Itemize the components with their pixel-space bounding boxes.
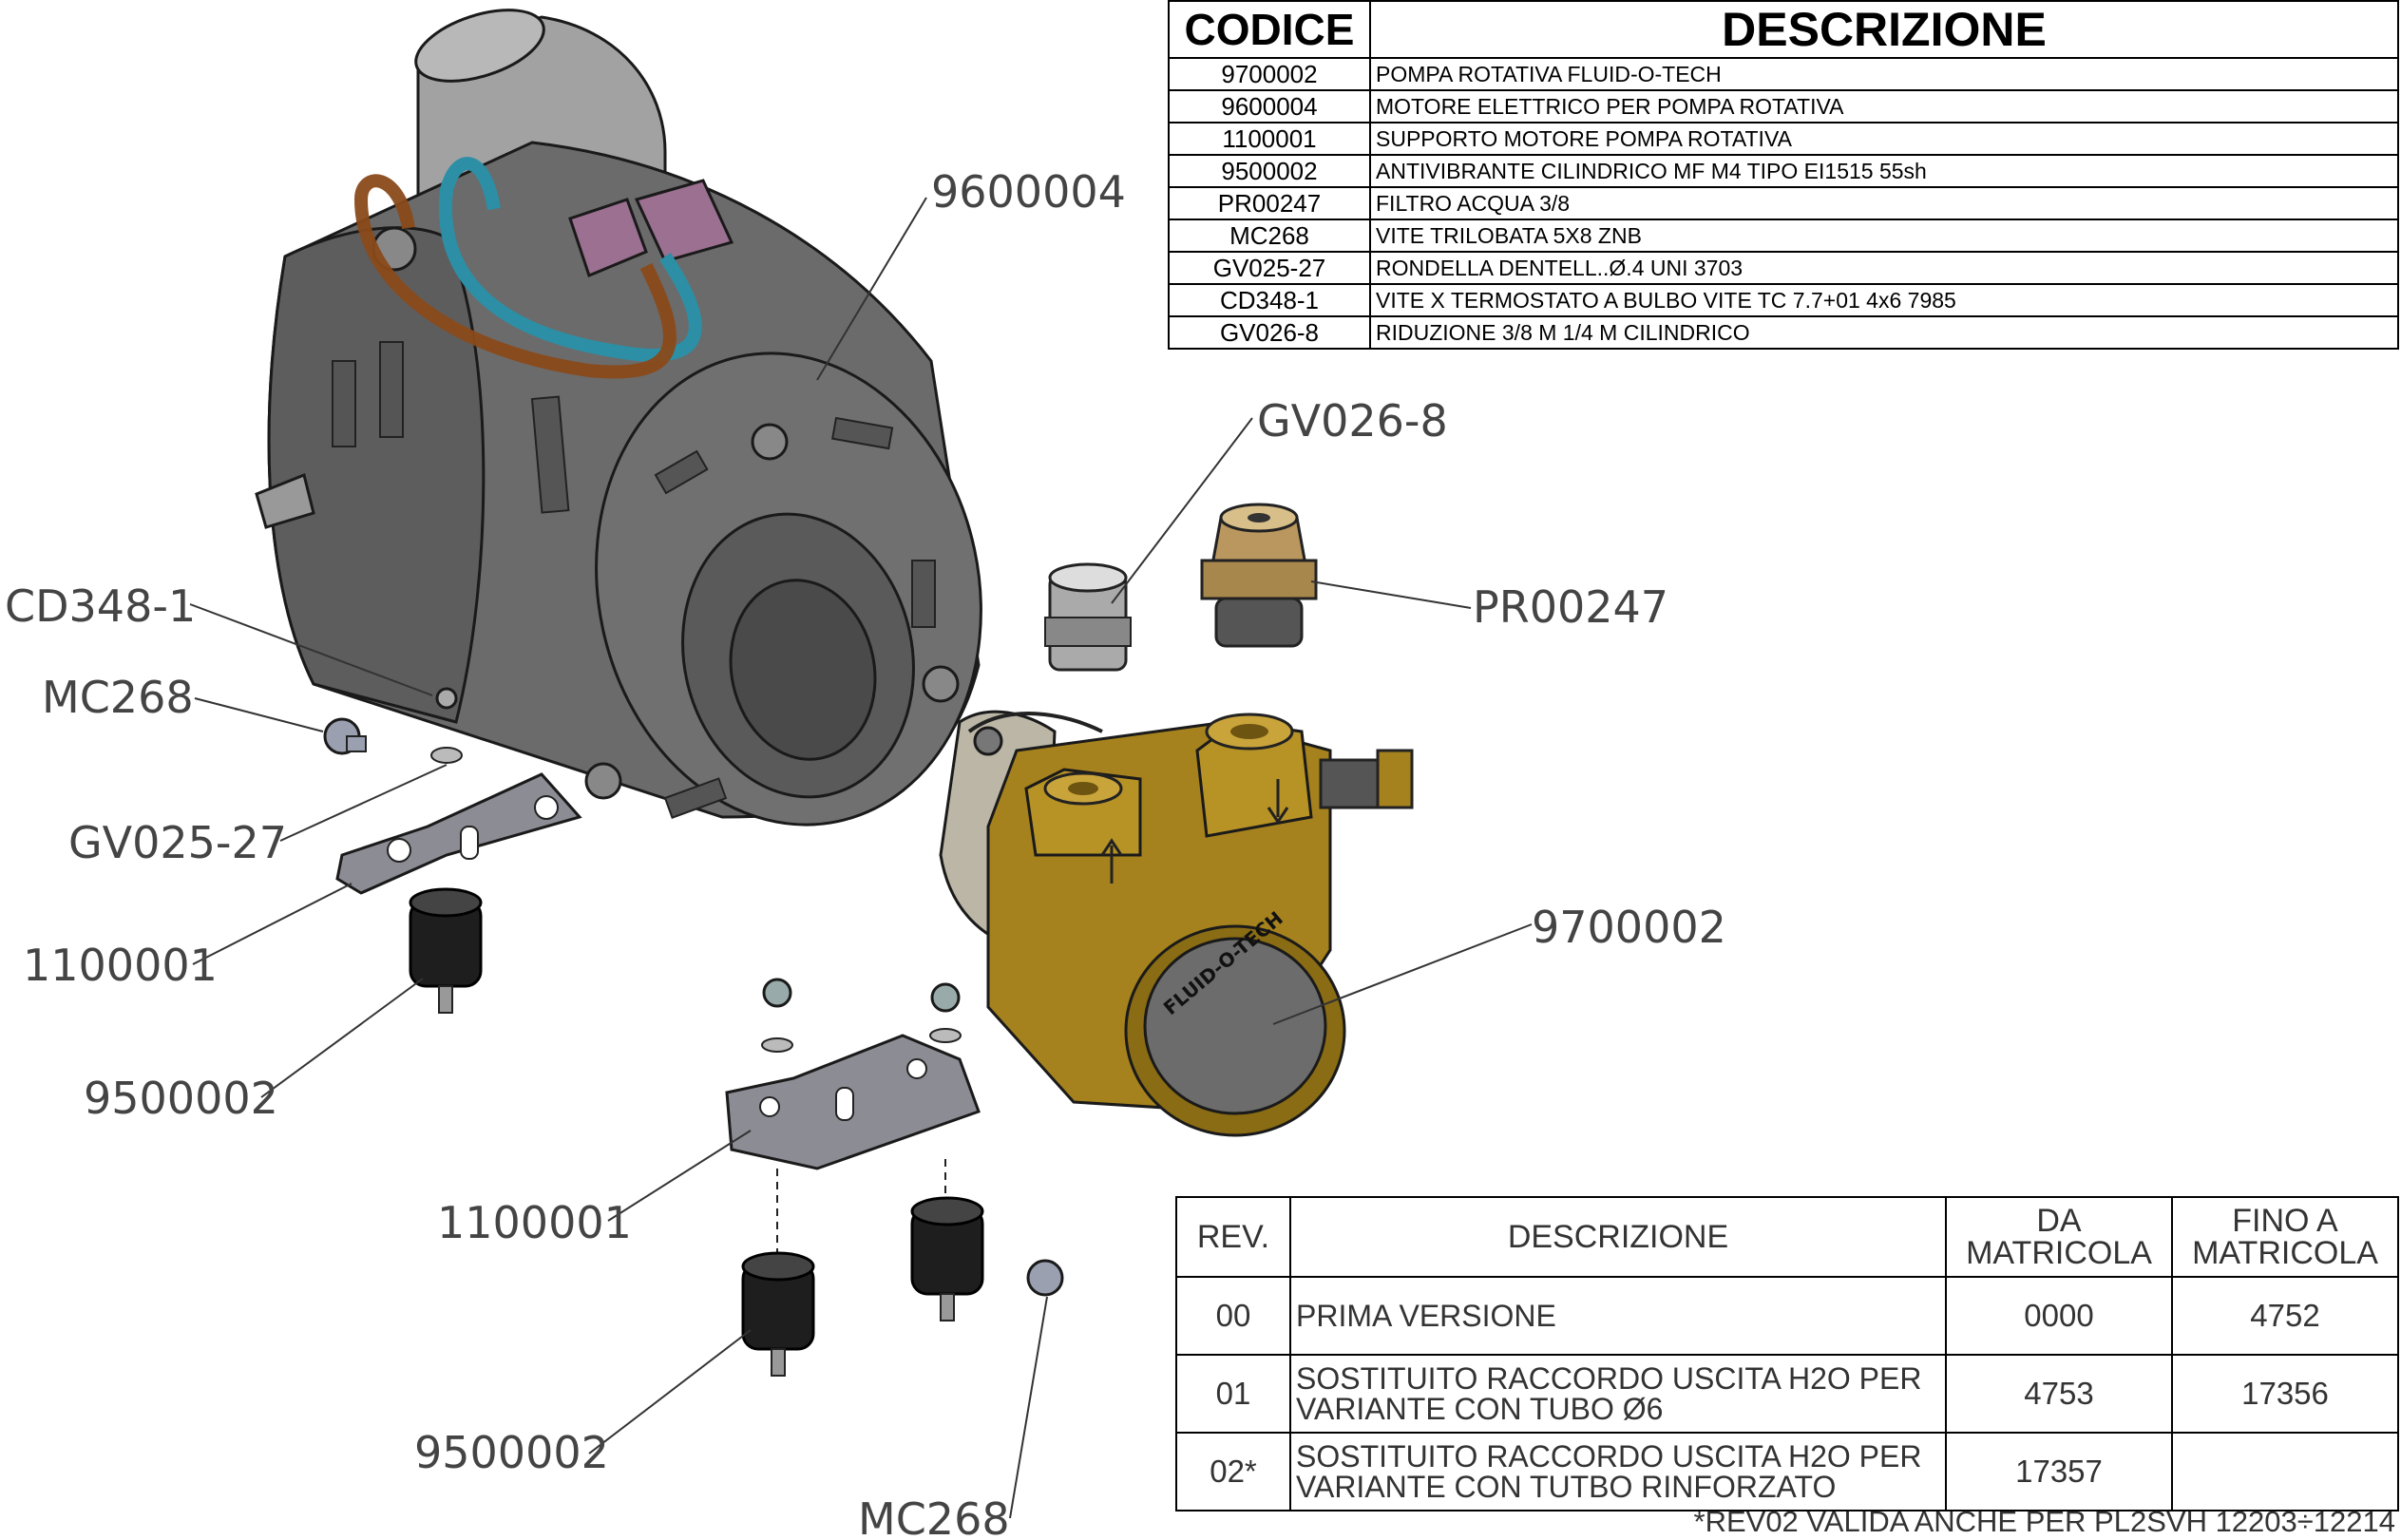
rev-number: 01	[1175, 1354, 1291, 1434]
rotary-pump: FLUID-O-TECH	[939, 710, 1414, 1137]
screws-bottom	[761, 978, 1064, 1297]
part-description: VITE X TERMOSTATO A BULBO VITE TC 7.7+01…	[1369, 283, 2399, 317]
part-description: FILTRO ACQUA 3/8	[1369, 186, 2399, 220]
parts-table-header: CODICE DESCRIZIONE	[1168, 0, 2399, 59]
callout-washer: GV025-27	[68, 817, 287, 868]
header-from-line1: DA	[2036, 1203, 2082, 1239]
revision-row: 00 PRIMA VERSIONE 0000 4752	[1175, 1276, 2399, 1356]
part-description: ANTIVIBRANTE CILINDRICO MF M4 TIPO EI151…	[1369, 154, 2399, 188]
part-code: 9500002	[1168, 154, 1371, 188]
header-from-line2: MATRICOLA	[1966, 1235, 2152, 1271]
part-description: MOTORE ELETTRICO PER POMPA ROTATIVA	[1369, 89, 2399, 124]
part-code: 9700002	[1168, 57, 1371, 91]
motor-bracket-left	[335, 772, 582, 895]
header-to-line2: MATRICOLA	[2192, 1235, 2378, 1271]
rev-number: 02*	[1175, 1432, 1291, 1511]
part-description: RIDUZIONE 3/8 M 1/4 M CILINDRICO	[1369, 315, 2399, 350]
part-code: 1100001	[1168, 122, 1371, 156]
rev-desc-line2: VARIANTE CON TUTBO RINFORZATO	[1296, 1470, 1837, 1504]
rev-from: 0000	[1945, 1276, 2173, 1356]
callout-damper-bottom: 9500002	[414, 1427, 609, 1478]
rev-desc-line1: SOSTITUITO RACCORDO USCITA H2O PER	[1296, 1439, 1922, 1473]
part-description: RONDELLA DENTELL..Ø.4 UNI 3703	[1369, 251, 2399, 285]
part-description: SUPPORTO MOTORE POMPA ROTATIVA	[1369, 122, 2399, 156]
callout-damper-left: 9500002	[84, 1073, 278, 1124]
leader-lines	[189, 197, 1533, 1519]
header-rev-description: DESCRIZIONE	[1289, 1196, 1947, 1278]
callout-motor: 9600004	[931, 166, 1126, 218]
revision-note: *REV02 VALIDA ANCHE PER PL2SVH 12203÷122…	[1693, 1505, 2395, 1538]
header-code: CODICE	[1168, 0, 1371, 59]
rev-from: 4753	[1945, 1354, 2173, 1434]
part-description: POMPA ROTATIVA FLUID-O-TECH	[1369, 57, 2399, 91]
screw-washer-left	[323, 687, 463, 764]
rev-to: 4752	[2171, 1276, 2399, 1356]
damper-left	[409, 887, 483, 1014]
part-code: GV025-27	[1168, 251, 1371, 285]
part-code: PR00247	[1168, 186, 1371, 220]
callout-reducer: GV026-8	[1257, 395, 1448, 447]
callout-bracket-left: 1100001	[23, 940, 218, 991]
part-code: GV026-8	[1168, 315, 1371, 350]
part-code: CD348-1	[1168, 283, 1371, 317]
rev-from: 17357	[1945, 1432, 2173, 1511]
rev-desc-line1: PRIMA VERSIONE	[1296, 1299, 1556, 1333]
part-code: 9600004	[1168, 89, 1371, 124]
callout-screw-left: MC268	[42, 672, 194, 723]
rev-desc-line1: SOSTITUITO RACCORDO USCITA H2O PER	[1296, 1361, 1922, 1396]
header-description: DESCRIZIONE	[1369, 0, 2399, 59]
rev-number: 00	[1175, 1276, 1291, 1356]
dampers-bottom	[741, 1196, 984, 1377]
motor-bracket-bottom	[725, 1034, 981, 1170]
reducer-fitting	[1044, 562, 1132, 672]
callout-labels: 9600004 GV026-8 PR00247 CD348-1 MC268 GV…	[5, 166, 1726, 1540]
part-description: VITE TRILOBATA 5X8 ZNB	[1369, 219, 2399, 253]
rev-to	[2171, 1432, 2399, 1511]
callout-pump: 9700002	[1532, 902, 1726, 953]
callout-filter: PR00247	[1473, 581, 1668, 633]
callout-thermostat-screw: CD348-1	[5, 580, 196, 632]
part-code: MC268	[1168, 219, 1371, 253]
electric-motor	[255, 9, 982, 827]
callout-bracket-bottom: 1100001	[437, 1197, 632, 1248]
water-filter	[1200, 503, 1318, 648]
rev-desc-line2: VARIANTE CON TUBO Ø6	[1296, 1392, 1664, 1426]
rev-description: PRIMA VERSIONE	[1289, 1276, 1947, 1356]
header-rev: REV.	[1175, 1196, 1291, 1278]
header-to-line1: FINO A	[2232, 1203, 2338, 1239]
callout-screw-bottom: MC268	[858, 1493, 1010, 1540]
rev-to: 17356	[2171, 1354, 2399, 1434]
